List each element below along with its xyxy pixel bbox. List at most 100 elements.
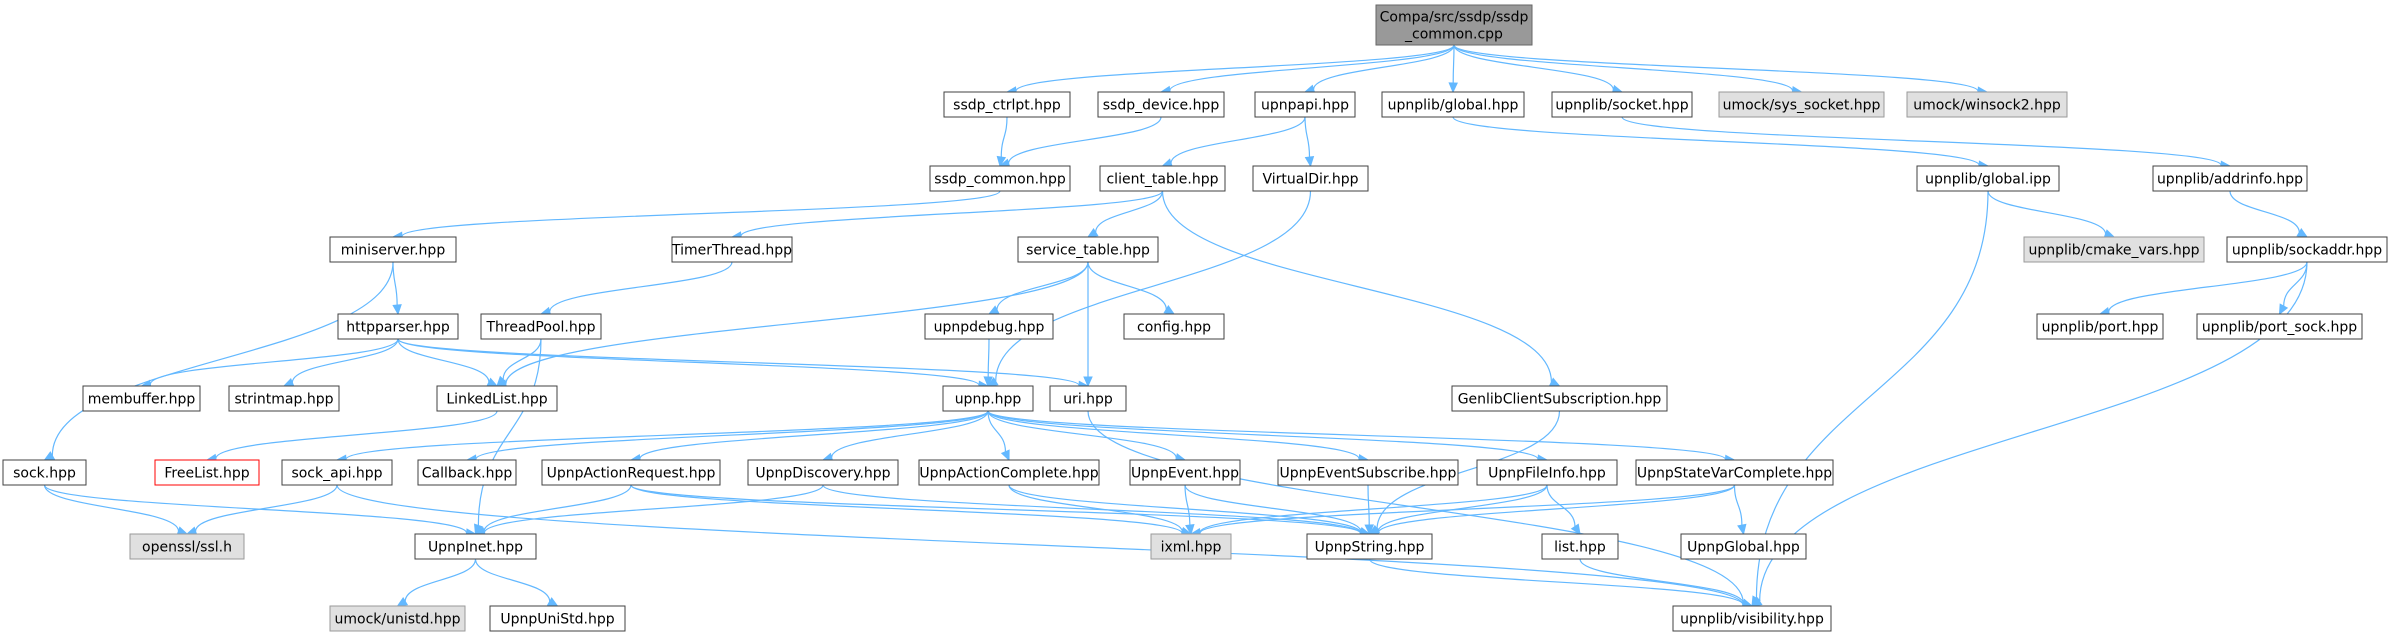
edge-arrowhead	[1737, 523, 1747, 536]
edge-line	[987, 410, 1727, 460]
node-label: UpnpEventSubscribe.hpp	[1280, 466, 1457, 482]
edge-line	[1095, 190, 1164, 233]
node-visibility[interactable]: upnplib/visibility.hpp	[1672, 605, 1832, 632]
node-label: GenlibClientSubscription.hpp	[1458, 392, 1662, 408]
node-upnplib_port[interactable]: upnplib/port.hpp	[2036, 313, 2164, 340]
node-eventsubscribe[interactable]: UpnpEventSubscribe.hpp	[1277, 459, 1459, 486]
node-upnplib_socket[interactable]: upnplib/socket.hpp	[1551, 91, 1693, 118]
node-upnplib_global_hpp[interactable]: upnplib/global.hpp	[1381, 91, 1525, 118]
node-config[interactable]: config.hpp	[1123, 313, 1225, 340]
node-box	[228, 385, 340, 412]
edge-upnpapi-to-client_table	[1161, 116, 1306, 168]
edge-httpparser-to-membuffer	[140, 338, 399, 389]
node-timerthread[interactable]: TimerThread.hpp	[671, 236, 793, 263]
edge-line	[995, 190, 1312, 382]
edge-line	[822, 484, 1362, 534]
node-label: UpnpDiscovery.hpp	[755, 466, 890, 482]
node-label: UpnpEvent.hpp	[1131, 466, 1239, 482]
node-uri[interactable]: uri.hpp	[1049, 385, 1127, 412]
node-callback[interactable]: Callback.hpp	[417, 459, 517, 486]
node-virtualdir[interactable]: VirtualDir.hpp	[1252, 165, 1369, 192]
edge-arrowhead	[1163, 305, 1176, 315]
node-box	[1680, 533, 1807, 560]
edge-arrowhead	[396, 597, 409, 607]
node-actionrequest[interactable]: UpnpActionRequest.hpp	[541, 459, 721, 486]
node-httpparser[interactable]: httpparser.hpp	[337, 313, 459, 340]
edge-virtualdir-to-upnp	[986, 190, 1312, 387]
edge-line	[1759, 261, 2308, 602]
node-umock_winsock2[interactable]: umock/winsock2.hpp	[1906, 91, 2068, 118]
node-statevarcomplete[interactable]: UpnpStateVarComplete.hpp	[1635, 459, 1834, 486]
node-box	[943, 91, 1071, 118]
node-ssdp_common[interactable]: ssdp_common.hpp	[929, 165, 1071, 192]
node-label: sock_api.hpp	[291, 466, 382, 482]
node-label: sock.hpp	[13, 466, 76, 482]
node-box	[1381, 91, 1525, 118]
node-linkedlist[interactable]: LinkedList.hpp	[436, 385, 558, 412]
node-upnpinet[interactable]: UpnpInet.hpp	[414, 533, 537, 560]
node-label: openssl/ssl.h	[142, 540, 232, 556]
edge-arrowhead	[1083, 376, 1093, 388]
node-freelist[interactable]: FreeList.hpp	[154, 459, 260, 486]
edge-root-to-ssdp_ctrlpt	[1005, 44, 1455, 96]
node-box	[1099, 165, 1226, 192]
node-root[interactable]: Compa/src/ssdp/ssdp_common.cpp	[1375, 4, 1533, 46]
node-fileinfo[interactable]: UpnpFileInfo.hpp	[1476, 459, 1618, 486]
edges-layer	[43, 44, 2309, 610]
node-genlib[interactable]: GenlibClientSubscription.hpp	[1451, 385, 1668, 412]
node-miniserver[interactable]: miniserver.hpp	[329, 236, 457, 263]
node-upnplib_port_sock[interactable]: upnplib/port_sock.hpp	[2196, 313, 2363, 340]
edge-line	[2229, 190, 2300, 233]
edge-line	[475, 410, 989, 460]
node-list[interactable]: list.hpp	[1541, 533, 1619, 560]
edge-line	[345, 410, 989, 460]
node-sock[interactable]: sock.hpp	[2, 459, 87, 486]
edge-httpparser-to-upnp	[397, 338, 990, 390]
node-upnpstring[interactable]: UpnpString.hpp	[1306, 533, 1433, 560]
node-ixml[interactable]: ixml.hpp	[1150, 533, 1232, 560]
edge-arrowhead	[1086, 227, 1099, 238]
node-label: strintmap.hpp	[235, 392, 334, 408]
node-service_table[interactable]: service_table.hpp	[1017, 236, 1159, 263]
edge-line	[1312, 44, 1455, 90]
node-umock_sys_socket[interactable]: umock/sys_socket.hpp	[1718, 91, 1885, 118]
edge-arrowhead	[996, 155, 1007, 168]
node-label: list.hpp	[1554, 540, 1606, 556]
node-client_table[interactable]: client_table.hpp	[1099, 165, 1226, 192]
node-upnpdebug[interactable]: upnpdebug.hpp	[924, 313, 1054, 340]
node-label: upnplib/global.ipp	[1925, 172, 2051, 188]
node-ssdp_device[interactable]: ssdp_device.hpp	[1097, 91, 1225, 118]
node-sock_api[interactable]: sock_api.hpp	[281, 459, 393, 486]
node-ssdp_ctrlpt[interactable]: ssdp_ctrlpt.hpp	[943, 91, 1071, 118]
edge-line	[1733, 484, 1743, 526]
node-upnpevent[interactable]: UpnpEvent.hpp	[1129, 459, 1241, 486]
node-discovery[interactable]: UpnpDiscovery.hpp	[747, 459, 899, 486]
node-upnp[interactable]: upnp.hpp	[942, 385, 1034, 412]
node-upnplib_addrinfo[interactable]: upnplib/addrinfo.hpp	[2152, 165, 2308, 192]
node-umock_unistd[interactable]: umock/unistd.hpp	[329, 605, 466, 632]
node-upnpglobal[interactable]: UpnpGlobal.hpp	[1680, 533, 1807, 560]
edge-arrowhead	[474, 523, 484, 536]
node-label: UpnpStateVarComplete.hpp	[1637, 466, 1832, 482]
node-upnplib_global_ipp[interactable]: upnplib/global.ipp	[1916, 165, 2060, 192]
node-box	[2152, 165, 2308, 192]
edge-line	[1452, 44, 1455, 84]
node-threadpool[interactable]: ThreadPool.hpp	[480, 313, 602, 340]
node-sockaddr[interactable]: upnplib/sockaddr.hpp	[2226, 236, 2388, 263]
edge-line	[1377, 484, 1736, 534]
node-label: Compa/src/ssdp/ssdp	[1380, 10, 1529, 26]
node-openssl[interactable]: openssl/ssl.h	[129, 533, 245, 560]
edge-statevarcomplete-to-upnpglobal	[1733, 484, 1747, 536]
edge-line	[1169, 44, 1455, 91]
node-label: upnplib/sockaddr.hpp	[2232, 243, 2382, 259]
edge-root-to-upnpapi	[1303, 44, 1455, 94]
node-upnpunistd[interactable]: UpnpUniStd.hpp	[489, 605, 626, 632]
node-membuffer[interactable]: membuffer.hpp	[82, 385, 201, 412]
node-upnpapi[interactable]: upnpapi.hpp	[1254, 91, 1356, 118]
node-actioncomplete[interactable]: UpnpActionComplete.hpp	[918, 459, 1100, 486]
node-label: service_table.hpp	[1026, 243, 1150, 259]
node-strintmap[interactable]: strintmap.hpp	[228, 385, 340, 412]
node-box	[1451, 385, 1668, 412]
node-label: UpnpActionComplete.hpp	[919, 466, 1098, 482]
node-cmake_vars[interactable]: upnplib/cmake_vars.hpp	[2023, 236, 2205, 263]
